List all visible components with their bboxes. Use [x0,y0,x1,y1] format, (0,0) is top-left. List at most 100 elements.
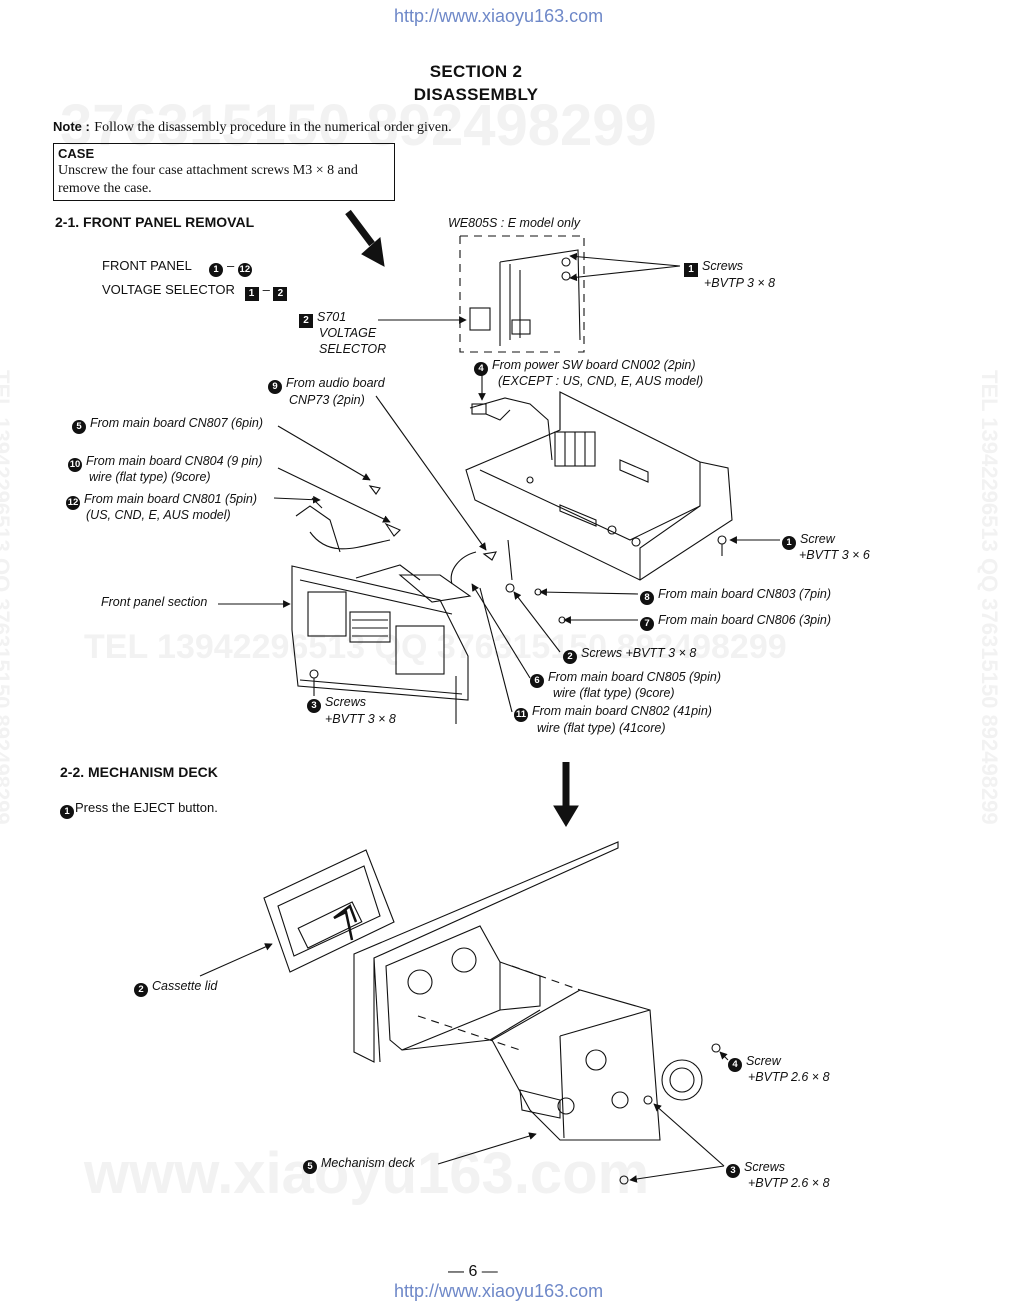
note-label: Note : [53,119,90,134]
callout-6-line2: wire (flat type) (9core) [553,686,675,700]
callout-6-line1: From main board CN805 (9pin) [548,670,721,684]
callout-3-label: Screws [325,695,366,709]
chassis [465,391,733,581]
case-line1: Unscrew the four case attachment screws … [58,163,358,178]
case-heading: CASE [58,146,95,161]
deck-motor [661,1059,703,1101]
badge-10: 10 [68,458,82,472]
footer-url[interactable]: http://www.xiaoyu163.com [394,1281,604,1301]
screw-2 [505,583,515,593]
order-voltage-selector-start: 1 [244,287,259,301]
badge-6: 6 [530,674,544,688]
badge-5: 5 [72,420,86,434]
callout-s701: 2 S701 [299,310,346,328]
callout-11-line1: From main board CN802 (41pin) [532,704,712,718]
voltage-selector-bracket [499,249,581,346]
badge-7: 7 [640,617,654,631]
order-front-panel-label: FRONT PANEL [102,258,192,273]
watermark-middle: TEL 13942296513 QQ 376315150 892498299 [84,628,787,666]
badge-voltage-screws: 1 [684,263,698,277]
callout-1-spec: +BVTT 3 × 6 [799,548,870,562]
callout-cassette-lid-label: Cassette lid [152,979,218,993]
callout-8-line1: From main board CN803 (7pin) [658,587,831,601]
screw-3 [309,669,319,679]
badge-11: 11 [514,708,528,722]
callout-9-line2: CNP73 (2pin) [289,393,365,407]
badge-mechanism-deck: 5 [303,1160,317,1174]
voltage-selector-inset [459,235,585,353]
callout-12-line1: From main board CN801 (5pin) [84,492,257,506]
callout-7-line1: From main board CN806 (3pin) [658,613,831,627]
callout-7: 7 From main board CN806 (3pin) [640,613,831,631]
section-title: DISASSEMBLY [413,85,539,104]
callout-6: 6 From main board CN805 (9pin) [530,670,721,688]
badge-s701: 2 [299,314,313,328]
callout-4-line1: From power SW board CN002 (2pin) [492,358,696,372]
section-number: SECTION 2 [429,62,523,81]
front-panel-heading: 2-1. FRONT PANEL REMOVAL [55,214,255,230]
callout-deck-screw-4: 4 Screw [728,1054,781,1072]
callout-deck-screw-4-label: Screw [746,1054,781,1068]
callout-s701-line2: VOLTAGE [319,326,377,340]
callout-2-line1: Screws +BVTT 3 × 8 [581,646,697,660]
callout-11: 11 From main board CN802 (41pin) [514,704,712,722]
front-panel-section [291,565,469,701]
page-number: — 6 — [448,1263,498,1280]
cassette-lid [263,849,395,973]
model-note: WE805S : E model only [448,216,581,230]
callout-10-line1: From main board CN804 (9 pin) [86,454,263,468]
mechanism-deck [491,989,661,1141]
case-line2: remove the case. [58,181,152,196]
callout-front-panel-section: Front panel section [101,595,208,609]
badge-8: 8 [640,591,654,605]
mechanism-deck-heading: 2-2. MECHANISM DECK [60,764,218,780]
watermark-bottom: www.xiaoyu163.com [84,1141,650,1206]
callout-9-line1: From audio board [286,376,385,390]
watermark-top: 376315150 892498299 [60,93,657,158]
display-window-right [395,625,445,675]
badge-deck-screw-4: 4 [728,1058,742,1072]
callout-1: 1 Screw [782,532,835,550]
callout-deck-screws-3-spec: +BVTP 2.6 × 8 [748,1176,830,1190]
note-text: Follow the disassembly procedure in the … [94,120,452,135]
badge-step-1: 1 [60,805,74,819]
callout-3: 3 Screws [307,695,366,713]
callout-voltage-screws-label: Screws [702,259,743,273]
case-box: CASE Unscrew the four case attachment sc… [53,143,395,201]
cabinet-front [353,841,619,1063]
callout-s701-line3: SELECTOR [319,342,387,356]
badge-cassette-lid: 2 [134,983,148,997]
callout-2: 2 Screws +BVTT 3 × 8 [563,646,696,664]
note: Note : Follow the disassembly procedure … [53,118,452,136]
mechanism-step-1-text: Press the EJECT button. [75,800,218,815]
callout-4-line2: (EXCEPT : US, CND, E, AUS model) [498,374,704,388]
order-front-panel: FRONT PANEL 1– 12 [102,258,256,277]
callout-4: 4 From power SW board CN002 (2pin) [474,358,696,376]
deck-screw-3a [643,1095,653,1105]
flat-wire [398,574,472,603]
order-voltage-selector-label: VOLTAGE SELECTOR [102,282,235,297]
callout-8: 8 From main board CN803 (7pin) [640,587,831,605]
badge-3: 3 [307,699,321,713]
header-url[interactable]: http://www.xiaoyu163.com [394,6,604,26]
badge-4: 4 [474,362,488,376]
deck-screw-4 [711,1043,721,1053]
badge-1: 1 [782,536,796,550]
screw-1 [717,535,727,545]
badge-2: 2 [563,650,577,664]
order-front-panel-end: 12 [237,263,252,277]
callout-voltage-screws: 1 Screws [684,259,743,277]
display-window-left [307,591,347,637]
callout-voltage-screws-spec: +BVTP 3 × 8 [704,276,776,290]
voltage-selector-switch [469,307,491,331]
callout-12-line2: (US, CND, E, AUS model) [86,508,231,522]
callout-10: 10 From main board CN804 (9 pin) [68,454,262,472]
callout-s701-label: S701 [317,310,347,324]
callout-1-label: Screw [800,532,835,546]
